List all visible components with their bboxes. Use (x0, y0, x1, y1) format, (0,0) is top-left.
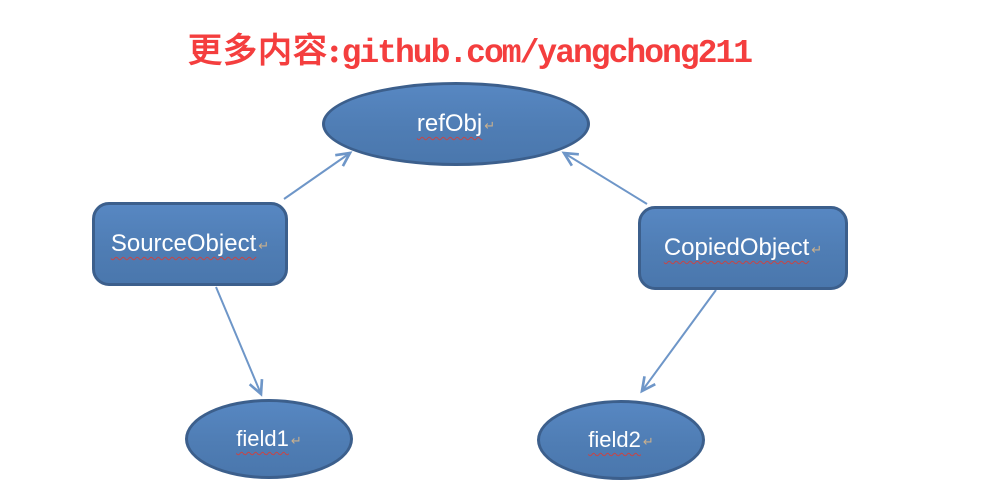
watermark-zh-label: 更多内容: (188, 31, 342, 71)
node-copiedobject-label: CopiedObject (663, 234, 810, 261)
node-refobj: refObj↵ (322, 82, 590, 166)
edge-copiedobject-to-field2 (640, 289, 717, 394)
node-field1: field1↵ (185, 399, 353, 479)
edge-copiedobject-to-refobj (561, 151, 648, 205)
watermark-github-link: github.com/yangchong211 (341, 35, 753, 72)
return-mark: ↵ (642, 434, 654, 449)
node-field1-label: field1 (236, 426, 289, 451)
return-mark: ↵ (484, 118, 496, 133)
return-mark: ↵ (811, 242, 823, 257)
node-sourceobject: SourceObject↵ (92, 202, 288, 286)
return-mark: ↵ (258, 238, 270, 253)
node-copiedobject: CopiedObject↵ (638, 206, 848, 290)
return-mark: ↵ (290, 433, 302, 448)
edge-sourceobject-to-refobj (283, 151, 353, 200)
node-sourceobject-label: SourceObject (110, 230, 257, 257)
node-field2: field2↵ (537, 400, 705, 480)
node-field2-label: field2 (588, 427, 641, 452)
edge-sourceobject-to-field1 (215, 286, 264, 397)
watermark-text: 更多内容:github.com/yangchong211 (188, 31, 753, 72)
node-refobj-label: refObj (416, 110, 483, 137)
